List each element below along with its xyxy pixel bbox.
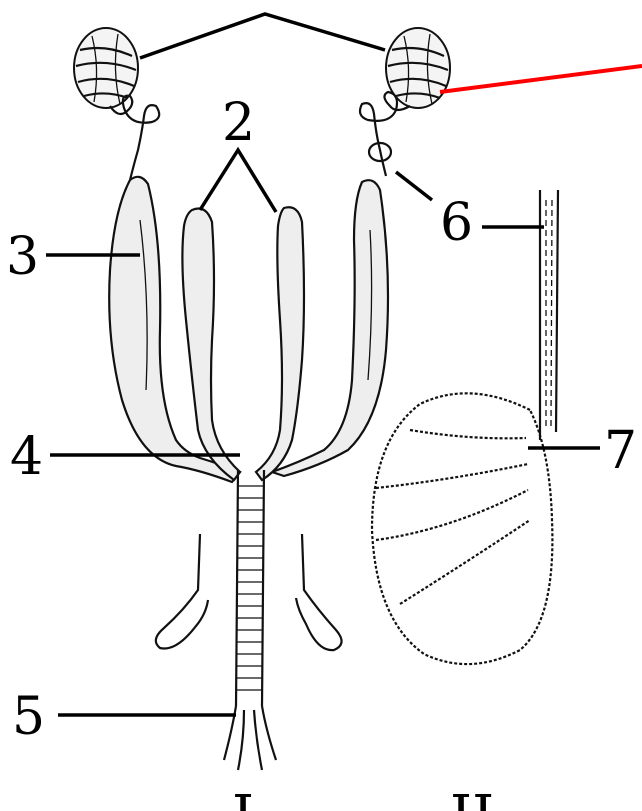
follicle-organ (372, 393, 552, 664)
label-5: 5 (12, 687, 45, 747)
right-inner-gland (256, 207, 304, 480)
left-coiled-duct (110, 96, 159, 180)
label-2: 2 (222, 93, 255, 153)
left-inner-gland (182, 209, 240, 481)
right-side-lobe (296, 534, 342, 650)
label-3: 3 (6, 227, 39, 287)
right-coiled-duct (360, 92, 410, 176)
label-4: 4 (10, 427, 43, 487)
figure-label-I: I (232, 784, 254, 811)
leader-6 (396, 172, 432, 200)
urethra (236, 470, 264, 706)
left-side-lobe (156, 534, 208, 649)
figure-label-II: II (450, 784, 494, 811)
label-7: 7 (604, 421, 637, 481)
testes-bracket (140, 14, 385, 58)
label-6: 6 (440, 193, 473, 253)
leader-2 (200, 150, 276, 212)
left-seminal-gland (109, 177, 240, 482)
red-pointer (440, 66, 642, 92)
